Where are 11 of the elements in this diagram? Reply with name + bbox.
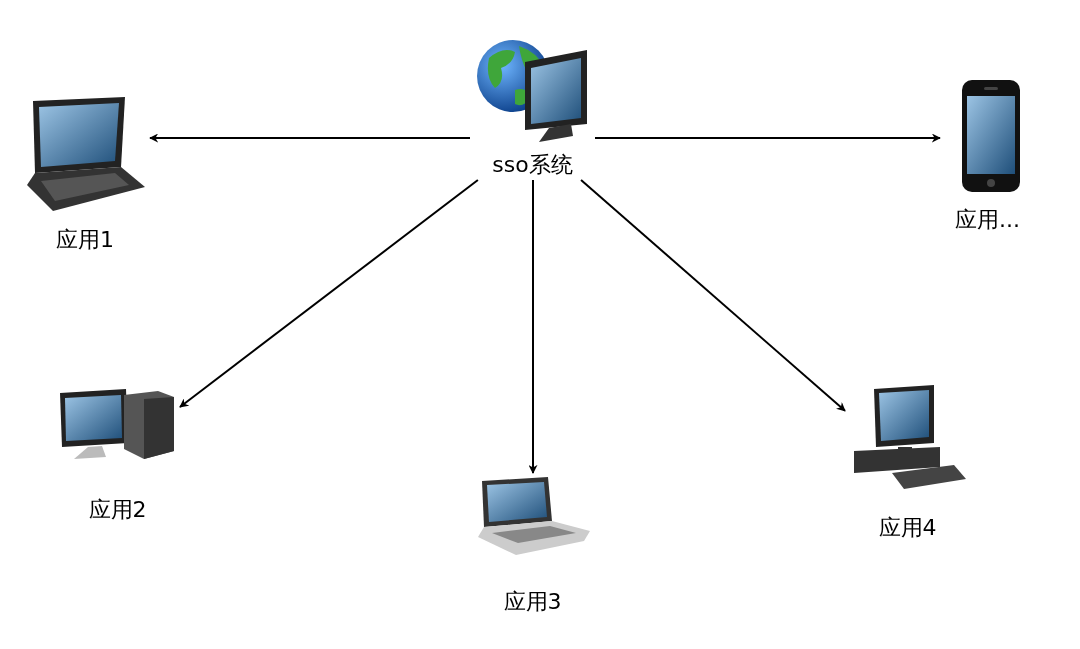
arrow bbox=[528, 179, 538, 474]
arrow bbox=[580, 179, 846, 412]
device-label: 应用... bbox=[954, 206, 1021, 234]
arrow bbox=[149, 133, 471, 143]
arrow bbox=[594, 133, 941, 143]
device-label: 应用3 bbox=[502, 588, 563, 616]
device-label: sso系统 bbox=[491, 151, 574, 179]
device-label: 应用2 bbox=[87, 496, 148, 524]
device-label: 应用1 bbox=[55, 226, 115, 254]
arrow bbox=[179, 179, 479, 408]
device-label: 应用4 bbox=[877, 514, 938, 542]
